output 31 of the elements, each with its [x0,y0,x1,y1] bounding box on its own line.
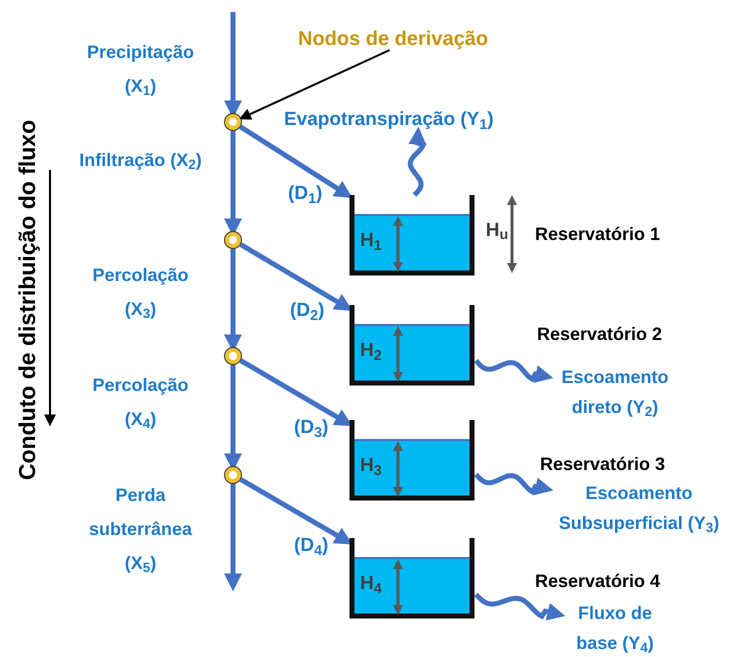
reservoir-label: Reservatório 1 [535,222,660,246]
inflow-label: (D$_{1}$) [288,183,322,204]
wavy-arrow [474,592,566,621]
edge-label: Infiltração (X$_{2}$) [79,150,202,170]
reservoir-label: Reservatório 3 [540,452,666,476]
leader-line [239,49,390,120]
reservoir-label: Reservatório 2 [537,322,662,346]
inflow-label: (D$_{4}$) [294,535,328,556]
wavy-arrow [474,358,554,383]
level-label: H$_{2}$ [360,340,382,361]
edge-label: Percolação (X$_{3}$) [92,265,189,319]
inflow-label: (D$_{3}$) [294,417,328,438]
edge-label: Perda subterrânea (X$_{5}$) [88,485,192,573]
flow-arrow [224,484,242,592]
reservoir-label: Reservatório 4 [535,570,660,592]
axis-title: Conduto de distribuição do fluxo [12,120,41,480]
edge-label: Precipitação (X$_{1}$) [86,42,194,96]
output-label: Fluxo de base (Y$_{4}$) [575,602,655,657]
level-label: H$_{1}$ [360,230,382,251]
dimension-label: H$_{u}$ [486,218,508,246]
inflow-label: (D$_{2}$) [290,300,324,321]
level-label: H$_{3}$ [360,455,382,476]
output-label: Escoamento Subsuperficial (Y$_{3}$) [558,482,720,538]
edge-label: Percolação (X$_{4}$) [92,375,189,429]
callout-text: Nodos de derivação [298,27,490,52]
output-label: Escoamento direto (Y$_{2}$) [560,366,670,422]
output-label: Evapotranspiração (Y$_{1}$) [284,108,495,134]
wavy-arrow [408,126,427,197]
flow-arrow [239,124,353,198]
level-label: H$_{4}$ [360,573,382,594]
wavy-arrow [474,472,554,496]
